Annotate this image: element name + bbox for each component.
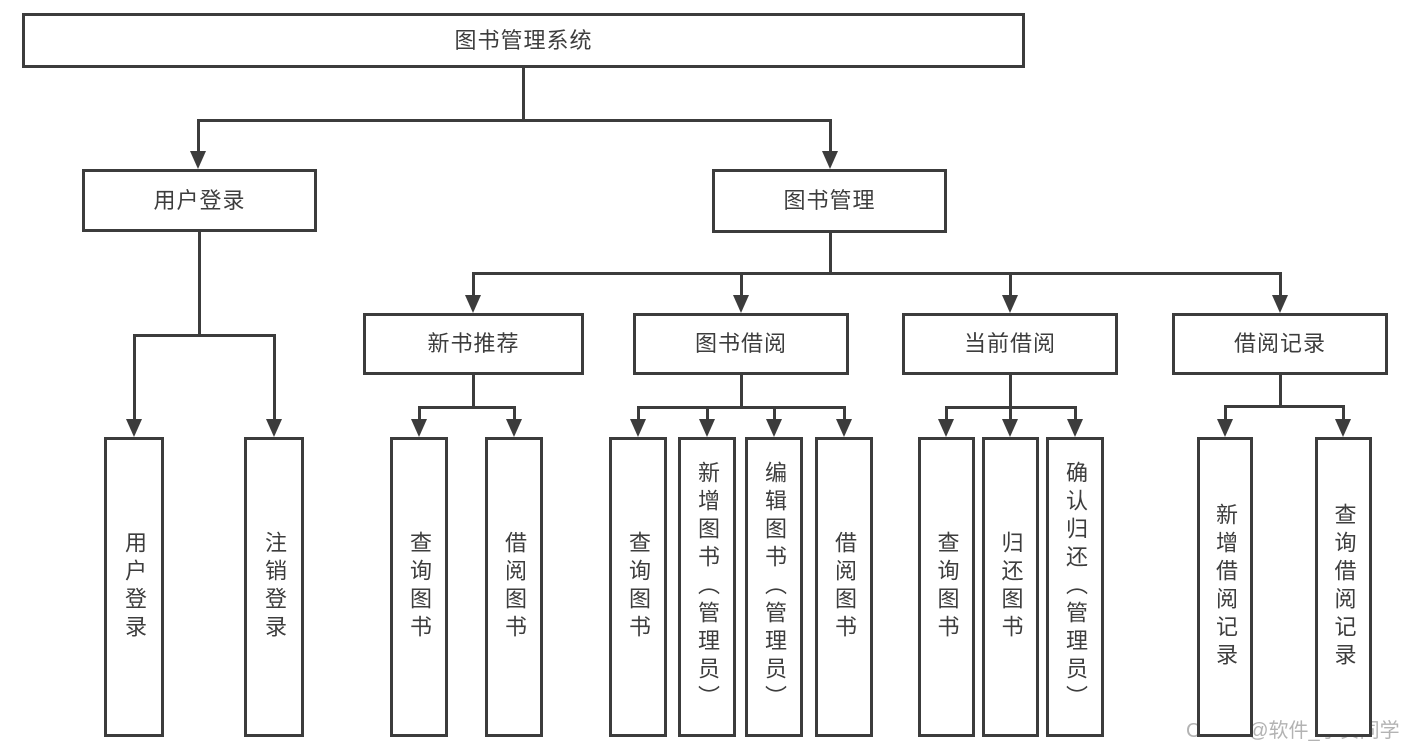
connector-vline	[1278, 375, 1282, 406]
node-leaf-edit-books-box: 编辑图书（管理员）	[745, 437, 803, 737]
node-new-book-recommend-box: 新书推荐	[363, 313, 584, 375]
node-leaf-query-borrow-record-box: 查询借阅记录	[1315, 437, 1372, 737]
arrow-down-icon	[699, 419, 715, 437]
node-leaf-borrow-books-2-label: 借阅图书	[832, 531, 857, 643]
connector-arrow-shaft	[1008, 405, 1012, 422]
connector-arrow-shaft	[1223, 404, 1227, 422]
arrow-down-icon	[1067, 419, 1083, 437]
node-leaf-return-books-box: 归还图书	[982, 437, 1039, 737]
connector-vline	[1008, 375, 1012, 407]
connector-hline	[417, 405, 516, 409]
arrow-down-icon	[733, 295, 749, 313]
connector-arrow-shaft	[471, 271, 475, 298]
node-book-borrowing-box: 图书借阅	[633, 313, 849, 375]
node-current-borrowing-label: 当前借阅	[963, 331, 1056, 356]
node-leaf-user-login-label: 用户登录	[122, 531, 147, 643]
connector-vline	[739, 375, 743, 407]
node-leaf-borrow-books-1-label: 借阅图书	[502, 531, 527, 643]
connector-arrow-shaft	[636, 405, 640, 422]
node-leaf-logout-label: 注销登录	[262, 531, 287, 643]
connector-vline	[471, 375, 475, 407]
node-book-management-box: 图书管理	[712, 169, 947, 233]
connector-arrow-shaft	[272, 333, 276, 422]
node-leaf-query-books-3-box: 查询图书	[918, 437, 975, 737]
connector-hline	[196, 118, 832, 122]
connector-arrow-shaft	[1008, 271, 1012, 298]
arrow-down-icon	[836, 419, 852, 437]
node-leaf-confirm-return-label: 确认归还（管理员）	[1063, 461, 1088, 713]
connector-hline	[471, 271, 1282, 275]
connector-vline	[828, 233, 832, 273]
node-leaf-user-login-box: 用户登录	[104, 437, 164, 737]
node-leaf-borrow-books-2-box: 借阅图书	[815, 437, 873, 737]
arrow-down-icon	[766, 419, 782, 437]
arrow-down-icon	[465, 295, 481, 313]
node-leaf-query-books-1-label: 查询图书	[407, 531, 432, 643]
node-root-label: 图书管理系统	[454, 27, 593, 53]
connector-arrow-shaft	[828, 118, 832, 154]
node-leaf-query-books-3-label: 查询图书	[934, 531, 960, 643]
node-user-login-box: 用户登录	[82, 169, 317, 232]
connector-arrow-shaft	[1073, 405, 1077, 422]
connector-vline	[197, 232, 201, 335]
node-leaf-query-books-1-box: 查询图书	[390, 437, 448, 737]
arrow-down-icon	[190, 151, 206, 169]
node-borrowing-records-box: 借阅记录	[1172, 313, 1388, 375]
node-leaf-add-borrow-record-box: 新增借阅记录	[1197, 437, 1253, 737]
connector-arrow-shaft	[842, 405, 846, 422]
node-leaf-query-borrow-record-label: 查询借阅记录	[1331, 503, 1357, 671]
node-book-borrowing-label: 图书借阅	[694, 331, 787, 356]
arrow-down-icon	[630, 419, 646, 437]
connector-arrow-shaft	[1278, 271, 1282, 298]
node-leaf-add-books-label: 新增图书（管理员）	[695, 461, 720, 713]
arrow-down-icon	[1272, 295, 1288, 313]
node-root-box: 图书管理系统	[22, 13, 1025, 68]
connector-arrow-shaft	[417, 405, 421, 422]
node-leaf-query-books-2-label: 查询图书	[626, 531, 651, 643]
node-leaf-add-borrow-record-label: 新增借阅记录	[1213, 503, 1238, 671]
connector-arrow-shaft	[132, 333, 136, 422]
node-borrowing-records-label: 借阅记录	[1233, 331, 1326, 356]
connector-hline	[1223, 404, 1345, 408]
node-current-borrowing-box: 当前借阅	[902, 313, 1118, 375]
arrow-down-icon	[411, 419, 427, 437]
connector-arrow-shaft	[512, 405, 516, 422]
arrow-down-icon	[266, 419, 282, 437]
node-book-management-label: 图书管理	[783, 188, 876, 213]
arrow-down-icon	[1217, 419, 1233, 437]
connector-arrow-shaft	[196, 118, 200, 154]
connector-hline	[132, 333, 276, 337]
arrow-down-icon	[506, 419, 522, 437]
connector-arrow-shaft	[944, 405, 948, 422]
arrow-down-icon	[1002, 295, 1018, 313]
arrow-down-icon	[938, 419, 954, 437]
arrow-down-icon	[1002, 419, 1018, 437]
node-user-login-label: 用户登录	[153, 187, 246, 213]
connector-arrow-shaft	[739, 271, 743, 298]
arrow-down-icon	[126, 419, 142, 437]
node-new-book-recommend-label: 新书推荐	[427, 331, 520, 356]
node-leaf-query-books-2-box: 查询图书	[609, 437, 667, 737]
node-leaf-add-books-box: 新增图书（管理员）	[678, 437, 736, 737]
node-leaf-logout-box: 注销登录	[244, 437, 304, 737]
connector-arrow-shaft	[1341, 404, 1345, 422]
node-leaf-return-books-label: 归还图书	[998, 531, 1024, 643]
connector-arrow-shaft	[705, 405, 709, 422]
node-leaf-borrow-books-1-box: 借阅图书	[485, 437, 543, 737]
arrow-down-icon	[822, 151, 838, 169]
connector-arrow-shaft	[772, 405, 776, 422]
connector-vline	[521, 68, 525, 120]
arrow-down-icon	[1335, 419, 1351, 437]
node-leaf-confirm-return-box: 确认归还（管理员）	[1046, 437, 1104, 737]
node-leaf-edit-books-label: 编辑图书（管理员）	[762, 461, 787, 713]
connector-hline	[636, 405, 846, 409]
